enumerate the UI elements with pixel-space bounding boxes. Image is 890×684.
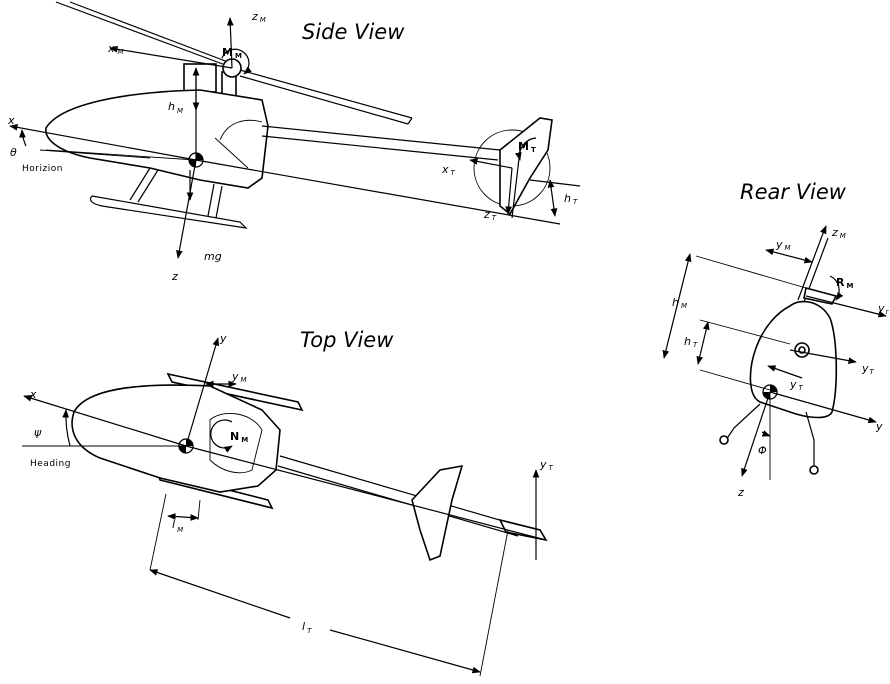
top-tail-fin: [411, 464, 464, 562]
rear-fuselage: [749, 300, 838, 419]
top-axes: [22, 337, 547, 677]
rear-label-yt2: yT: [861, 362, 875, 376]
top-view-title: Top View: [300, 328, 394, 352]
rear-view-title: Rear View: [740, 180, 847, 204]
side-label-z: z: [171, 270, 178, 283]
side-label-x: x: [7, 114, 15, 127]
side-view: Side View: [7, 1, 581, 283]
top-label-x: x: [29, 388, 37, 401]
side-label-mg: mg: [204, 250, 222, 263]
side-view-title: Side View: [302, 20, 405, 44]
top-label-y: y: [219, 332, 227, 345]
rear-rotor-mast: [797, 235, 838, 305]
side-main-rotor: [55, 1, 413, 125]
top-view: Top View: [22, 328, 554, 677]
rear-landing-skids: [719, 403, 819, 475]
side-label-theta: θ: [10, 146, 17, 159]
rear-label-phi: Φ: [758, 444, 767, 457]
side-landing-skids: [89, 167, 248, 229]
side-tail-boom: [261, 125, 501, 161]
rear-label-z: z: [737, 486, 744, 499]
rear-label-yr: yr: [877, 302, 890, 316]
rear-axes: [662, 225, 887, 480]
top-label-heading: Heading: [30, 459, 71, 469]
rear-label-y: y: [875, 420, 883, 433]
side-axes: [9, 17, 581, 259]
top-label-psi: ψ: [34, 426, 42, 439]
side-label-horizon: Horizion: [22, 164, 63, 174]
side-tail-rotor: [473, 117, 553, 219]
top-fuselage: [71, 384, 281, 493]
rear-view: Rear View: [662, 180, 890, 499]
